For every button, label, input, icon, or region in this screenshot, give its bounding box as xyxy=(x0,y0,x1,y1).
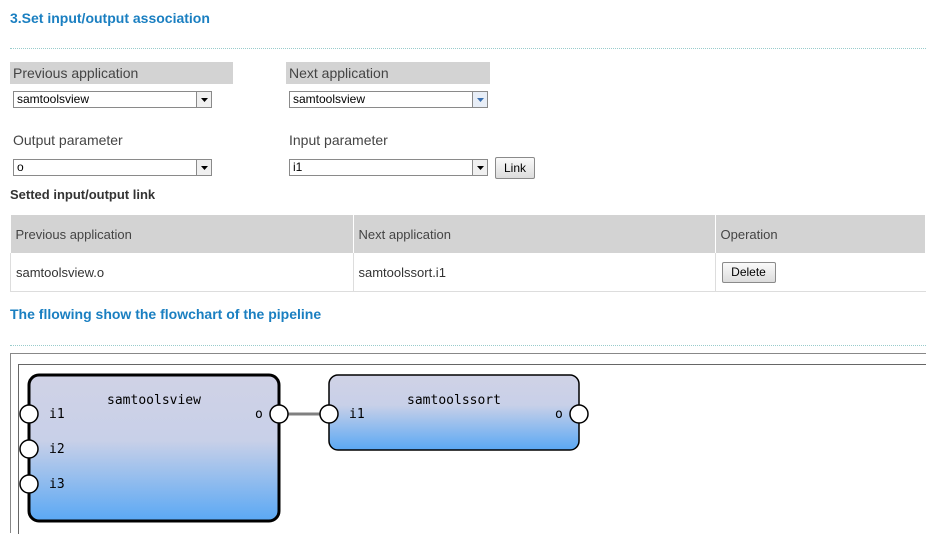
node-title: samtoolsview xyxy=(107,393,201,408)
flow-node-samtoolssort[interactable]: samtoolssort i1 o xyxy=(319,374,589,451)
input-parameter-value: i1 xyxy=(293,160,303,174)
output-parameter-select[interactable]: o xyxy=(13,159,212,176)
chevron-down-icon[interactable] xyxy=(472,92,487,107)
output-port-label: o xyxy=(255,407,263,422)
previous-application-value: samtoolsview xyxy=(17,92,90,106)
flowchart-svg: samtoolsview i1 i2 i3 o samtoolssort i1 … xyxy=(19,373,589,523)
next-application-select[interactable]: samtoolsview xyxy=(289,91,488,108)
output-parameter-value: o xyxy=(17,160,24,174)
input-parameter-select[interactable]: i1 xyxy=(289,159,488,176)
flow-node-samtoolsview[interactable]: samtoolsview i1 i2 i3 o xyxy=(19,373,289,523)
links-table-header-row: Previous application Next application Op… xyxy=(10,215,926,253)
input-port-circle-icon[interactable] xyxy=(19,404,39,424)
divider xyxy=(10,48,926,49)
input-port-circle-icon[interactable] xyxy=(19,439,39,459)
node-box[interactable] xyxy=(328,374,580,451)
next-application-value: samtoolsview xyxy=(293,92,366,106)
column-header-previous: Previous application xyxy=(10,215,354,253)
output-port-label: o xyxy=(555,407,563,422)
link-previous-cell: samtoolsview.o xyxy=(10,253,354,292)
flowchart-inner-frame xyxy=(18,364,926,534)
output-parameter-label: Output parameter xyxy=(13,132,123,148)
input-port-label: i2 xyxy=(49,442,65,457)
input-port-label: i1 xyxy=(349,407,365,422)
section-title: 3.Set input/output association xyxy=(10,10,210,26)
output-port-circle-icon[interactable] xyxy=(269,404,289,424)
input-parameter-label: Input parameter xyxy=(289,132,388,148)
links-table: Previous application Next application Op… xyxy=(10,215,926,292)
link-operation-cell: Delete xyxy=(715,253,926,292)
divider xyxy=(10,345,926,346)
output-port-circle-icon[interactable] xyxy=(569,404,589,424)
link-next-cell: samtoolssort.i1 xyxy=(353,253,716,292)
link-button[interactable]: Link xyxy=(495,157,535,179)
input-port-label: i3 xyxy=(49,477,65,492)
previous-application-label: Previous application xyxy=(10,62,233,84)
flowchart-title: The fllowing show the flowchart of the p… xyxy=(10,306,322,322)
node-title: samtoolssort xyxy=(407,393,501,408)
input-port-label: i1 xyxy=(49,407,65,422)
next-application-label: Next application xyxy=(286,62,490,84)
previous-application-select[interactable]: samtoolsview xyxy=(13,91,212,108)
flowchart-canvas: samtoolsview i1 i2 i3 o samtoolssort i1 … xyxy=(10,353,926,534)
links-table-title: Setted input/output link xyxy=(10,187,156,202)
chevron-down-icon[interactable] xyxy=(196,160,211,175)
column-header-next: Next application xyxy=(353,215,716,253)
delete-button[interactable]: Delete xyxy=(721,261,776,283)
chevron-down-icon[interactable] xyxy=(472,160,487,175)
input-port-circle-icon[interactable] xyxy=(19,474,39,494)
input-port-circle-icon[interactable] xyxy=(319,404,339,424)
table-row: samtoolsview.o samtoolssort.i1 Delete xyxy=(10,253,926,292)
column-header-operation: Operation xyxy=(715,215,926,253)
chevron-down-icon[interactable] xyxy=(196,92,211,107)
